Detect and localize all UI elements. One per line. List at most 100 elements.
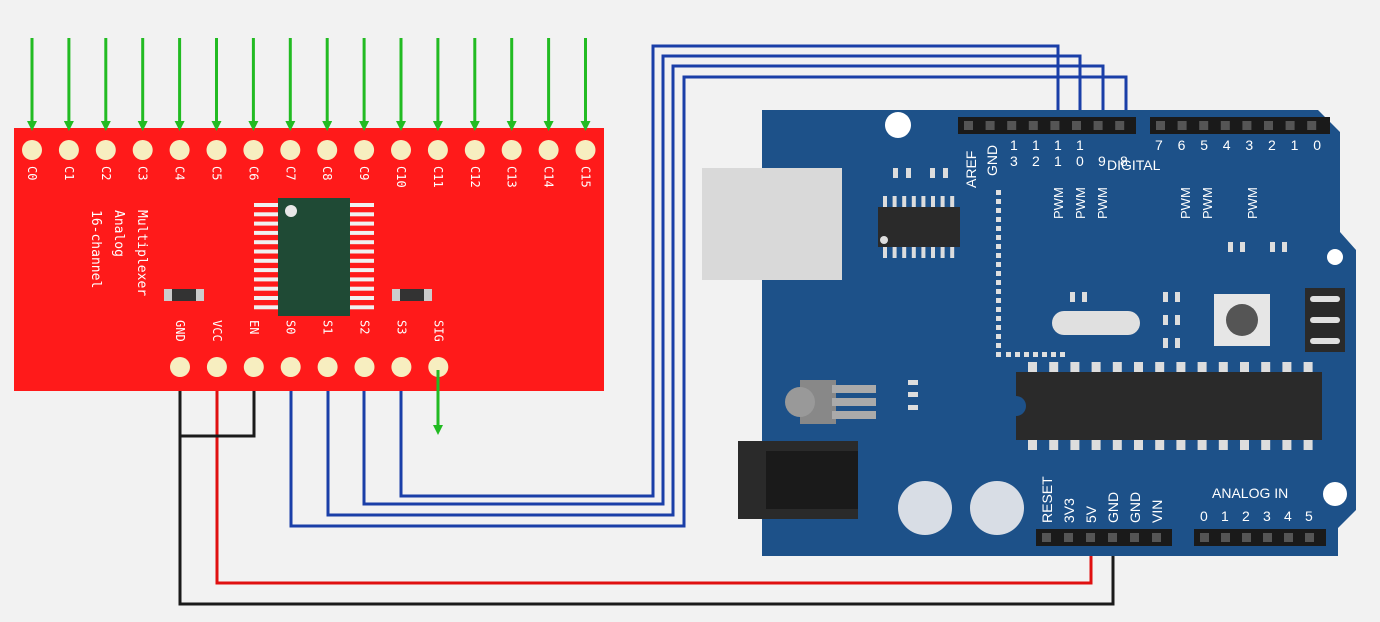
digital-pin-label: 2 bbox=[1268, 137, 1276, 153]
channel-pad bbox=[243, 140, 264, 160]
channel-pad bbox=[391, 140, 411, 160]
icsp-header bbox=[1305, 288, 1345, 352]
voltage-regulator bbox=[785, 380, 876, 424]
analog-pin-label: 3 bbox=[1263, 508, 1271, 524]
wire-vcc-5v bbox=[215, 370, 1093, 585]
mux-title-line-1: 16-channel bbox=[88, 210, 103, 288]
control-pad bbox=[243, 357, 264, 377]
wire-gnd-gnd bbox=[178, 370, 1115, 606]
power-pin-label: VIN bbox=[1149, 500, 1165, 523]
channel-label: C14 bbox=[542, 166, 556, 188]
analog-in-label: ANALOG IN bbox=[1212, 485, 1288, 501]
usb-controller-chip bbox=[878, 196, 960, 258]
digital-pin-label: 1 bbox=[1032, 137, 1040, 153]
digital-pin-label: 0 bbox=[1076, 153, 1084, 169]
channel-label: C7 bbox=[283, 166, 297, 180]
capacitor bbox=[970, 481, 1024, 535]
control-pin-label: S2 bbox=[358, 320, 372, 334]
mux-resistor-right bbox=[392, 289, 432, 301]
channel-pad bbox=[538, 140, 559, 160]
control-pin-label: SIG bbox=[431, 320, 445, 342]
control-pad bbox=[170, 357, 190, 377]
channel-pad bbox=[169, 140, 190, 160]
pwm-label: PWM bbox=[1245, 187, 1260, 219]
channel-pad bbox=[427, 140, 448, 160]
capacitor bbox=[898, 481, 952, 535]
analog-pin-label: 5 bbox=[1305, 508, 1313, 524]
channel-label: C6 bbox=[246, 166, 260, 180]
digital-pin-label: 5 bbox=[1200, 137, 1208, 153]
channel-pad bbox=[464, 140, 485, 160]
crystal-oscillator bbox=[1052, 311, 1140, 335]
smd-components bbox=[893, 168, 1287, 410]
channel-pad bbox=[22, 140, 42, 160]
channel-arrows bbox=[27, 38, 591, 131]
channel-pad bbox=[95, 140, 116, 160]
wire-s0-d11 bbox=[289, 75, 1128, 528]
channel-pad bbox=[132, 140, 153, 160]
control-pin-label: GND bbox=[173, 320, 187, 342]
pwm-label: PWM bbox=[1178, 187, 1193, 219]
mounting-hole bbox=[1327, 249, 1343, 265]
digital-pin-label: 2 bbox=[1032, 153, 1040, 169]
reset-button[interactable] bbox=[1214, 294, 1270, 346]
channel-label: C8 bbox=[320, 166, 334, 180]
channel-label: C9 bbox=[357, 166, 371, 180]
digital-pin-label: 1 bbox=[1010, 137, 1018, 153]
digital-pin-label: 6 bbox=[1178, 137, 1186, 153]
analog-pin-label: 2 bbox=[1242, 508, 1250, 524]
digital-pin-label: 7 bbox=[1155, 137, 1163, 153]
pwm-label: PWM bbox=[1051, 187, 1066, 219]
channel-label: C12 bbox=[468, 166, 482, 188]
power-header bbox=[1036, 529, 1172, 546]
digital-pin-label: 3 bbox=[1245, 137, 1253, 153]
digital-header-low bbox=[1150, 117, 1330, 134]
digital-pin-label: 0 bbox=[1313, 137, 1321, 153]
control-pin-label: S0 bbox=[284, 320, 298, 334]
channel-label: C2 bbox=[99, 166, 113, 180]
wire-s3-d8 bbox=[399, 44, 1060, 498]
mux-title-line-2: Analog bbox=[111, 210, 126, 257]
channel-pad bbox=[575, 140, 596, 160]
channel-label: C10 bbox=[394, 166, 408, 188]
control-pin-label: EN bbox=[247, 320, 261, 334]
power-pin-label: 5V bbox=[1083, 505, 1099, 523]
digital-pin-label: 1 bbox=[1054, 153, 1062, 169]
digital-pin-label: 3 bbox=[1010, 153, 1018, 169]
digital-pin-label: 1 bbox=[1291, 137, 1299, 153]
control-pin-label: S1 bbox=[321, 320, 335, 334]
channel-label: C4 bbox=[173, 166, 187, 180]
control-pad bbox=[354, 357, 375, 377]
mux-ic-body bbox=[278, 198, 350, 316]
analog-pin-label: 4 bbox=[1284, 508, 1292, 524]
gnd-top-label: GND bbox=[984, 145, 1000, 176]
channel-pad bbox=[58, 140, 79, 160]
usb-connector bbox=[702, 168, 842, 280]
wire-s2-d9 bbox=[362, 54, 1082, 506]
pwm-label: PWM bbox=[1200, 187, 1215, 219]
channel-pad bbox=[280, 140, 301, 160]
power-pin-label: GND bbox=[1127, 492, 1143, 523]
wires bbox=[178, 44, 1128, 606]
mux-resistor-left bbox=[164, 289, 204, 301]
trace-dots bbox=[996, 190, 1065, 357]
channel-label: C5 bbox=[210, 166, 224, 180]
aref-label: AREF bbox=[963, 151, 979, 188]
digital-pin-label: 4 bbox=[1223, 137, 1231, 153]
control-pad bbox=[391, 357, 412, 377]
control-pin-label: S3 bbox=[394, 320, 408, 334]
channel-label: C13 bbox=[505, 166, 519, 188]
mounting-hole bbox=[1323, 482, 1347, 506]
mux-title: 16-channel Analog Multiplexer bbox=[88, 210, 149, 296]
power-pin-label: RESET bbox=[1039, 476, 1055, 523]
mounting-hole bbox=[885, 112, 911, 138]
control-pad bbox=[428, 357, 449, 377]
power-pin-label: GND bbox=[1105, 492, 1121, 523]
channel-label: C1 bbox=[62, 166, 76, 180]
mux-title-line-3: Multiplexer bbox=[134, 210, 149, 296]
